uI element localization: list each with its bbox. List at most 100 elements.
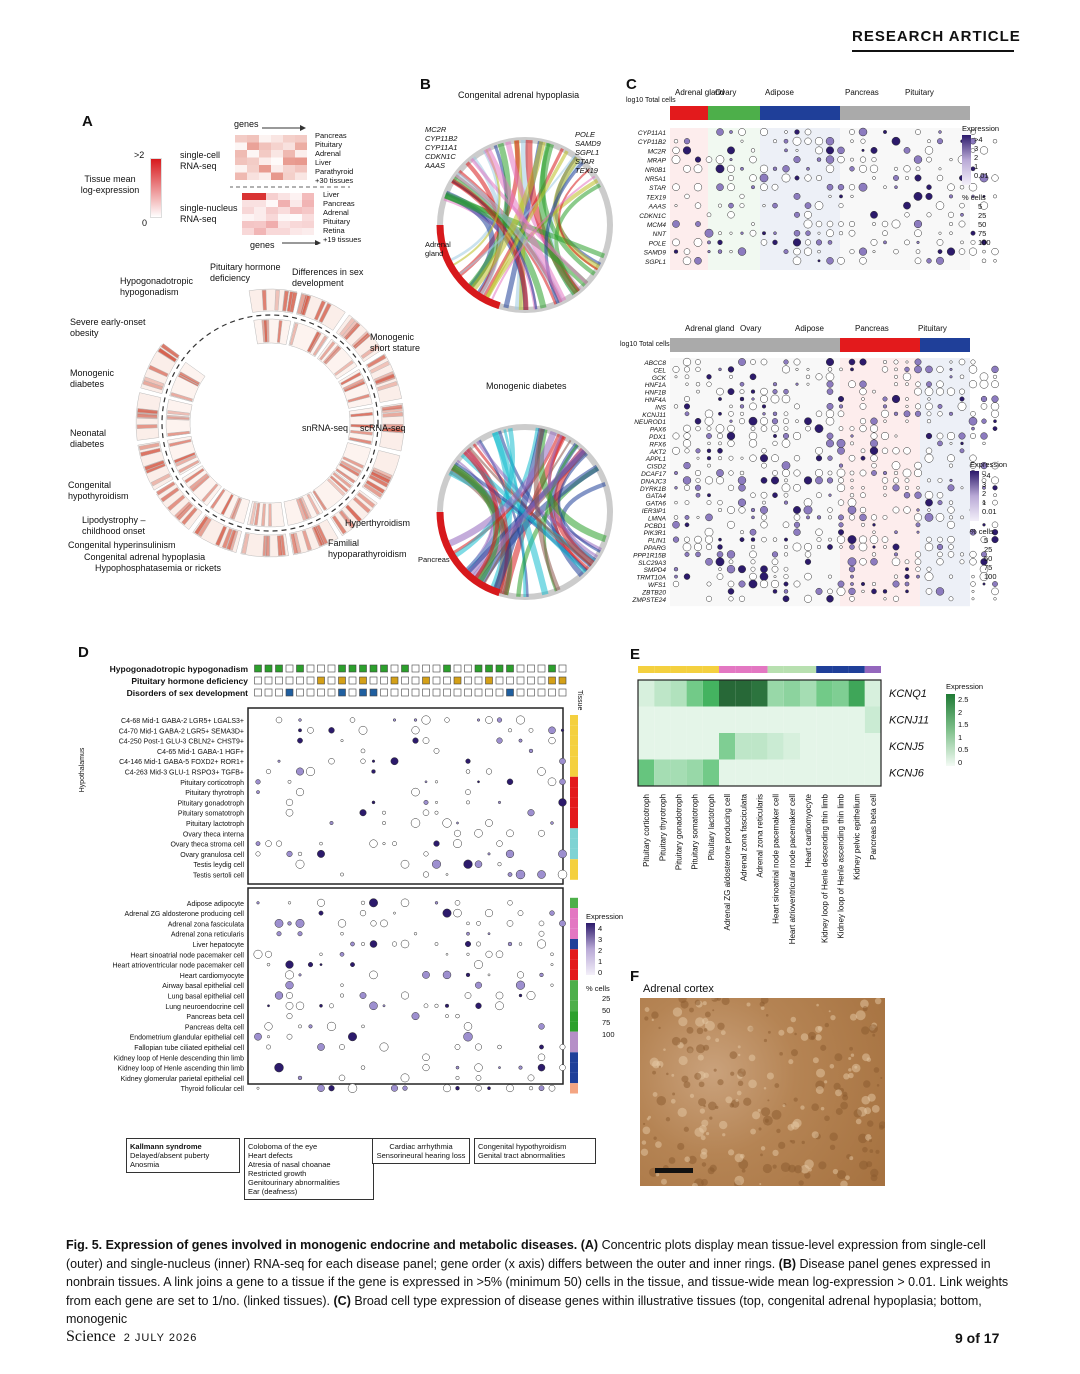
dot: [549, 910, 555, 916]
dot: [558, 849, 567, 859]
dot: [826, 380, 834, 388]
dot: [738, 506, 746, 514]
tissue-speck: [750, 1128, 756, 1135]
tissue-speck: [868, 1024, 878, 1034]
tissue-speck: [788, 1059, 794, 1065]
dot: [826, 595, 834, 603]
dot: [894, 374, 898, 379]
heat-cell: [751, 706, 768, 733]
disease-flag: [485, 688, 493, 697]
tissue-speck: [751, 1111, 761, 1120]
tissue-speck: [689, 1007, 694, 1013]
dot: [783, 249, 789, 255]
tissue-speck: [766, 1072, 774, 1080]
cell-type-label: Pituitary thyrotroph: [185, 790, 244, 797]
dot: [369, 898, 378, 908]
dot: [507, 941, 513, 947]
disease-flag: [359, 664, 367, 673]
dot: [904, 581, 910, 587]
dot: [970, 239, 976, 245]
dot: [718, 567, 722, 571]
dot: [738, 418, 746, 425]
disease-flag: [485, 676, 493, 685]
dot: [707, 463, 711, 468]
panel-d-label: D: [78, 644, 89, 661]
legend-tick: 4: [598, 924, 603, 933]
inner-ring-segment: [169, 361, 206, 403]
dot: [739, 404, 745, 409]
dot: [527, 1074, 535, 1082]
dot: [539, 1044, 544, 1050]
dot: [749, 572, 757, 581]
dot: [803, 476, 813, 485]
tissue-band: [735, 666, 752, 673]
dot: [816, 515, 822, 520]
tissue-speck: [808, 1168, 812, 1172]
tissue-speck: [793, 1097, 798, 1102]
outer-ring-mark: [167, 494, 186, 512]
tissue-color-strip: [570, 725, 578, 736]
dot: [914, 257, 922, 265]
legend-tick: 5: [984, 536, 989, 545]
tissue-speck: [786, 1026, 794, 1034]
tissue-speck: [870, 1168, 879, 1178]
dot: [783, 359, 789, 365]
dot: [825, 372, 835, 382]
dot: [772, 440, 778, 446]
dot: [869, 535, 879, 544]
dot: [992, 426, 998, 431]
dot: [728, 411, 734, 417]
ring-label-sn: snRNA-seq: [302, 423, 349, 433]
disease-flag: [275, 688, 283, 697]
disease-flag: [537, 664, 546, 673]
heat-cell: [783, 706, 800, 733]
disease-row-label: Pituitary hormone deficiency: [131, 676, 248, 686]
dot: [771, 183, 779, 191]
heat-cell: [271, 172, 283, 180]
dot: [759, 454, 769, 463]
tissue-speck: [874, 997, 882, 1005]
dot: [726, 431, 736, 441]
tissue-speck: [759, 1183, 762, 1186]
dot: [463, 859, 473, 869]
heat-cell: [266, 193, 278, 200]
heat-cell: [670, 759, 687, 786]
dot: [905, 382, 909, 387]
dot: [369, 940, 378, 948]
dot: [881, 536, 889, 543]
heat-cell: [283, 165, 295, 173]
gene-row-label: NEUROD1: [634, 419, 666, 426]
dot: [497, 800, 502, 804]
dot: [328, 727, 335, 734]
dot: [760, 128, 768, 136]
dot: [772, 382, 778, 387]
dot: [783, 574, 789, 580]
dot: [474, 860, 483, 868]
dot: [295, 1001, 305, 1010]
legend-title: Tissue mean log-expression: [80, 174, 140, 195]
heat-cell: [254, 214, 266, 221]
chord-top-genes: MC2R CYP11B2 CYP11A1 CDKN1C AAAS: [425, 125, 485, 170]
dot: [727, 439, 735, 447]
dot: [969, 558, 977, 566]
sc-tissue: Pancreas: [315, 131, 347, 140]
legend-tick: 1.5: [958, 720, 969, 729]
heat-cell: [702, 706, 719, 733]
dot: [860, 492, 866, 499]
dot: [727, 388, 735, 396]
dot: [792, 256, 802, 266]
heat-cell: [254, 228, 266, 235]
dot: [971, 426, 975, 431]
heat-cell: [800, 706, 817, 733]
tissue-speck: [843, 1073, 850, 1080]
dot: [518, 738, 523, 743]
inner-ring-mark: [188, 473, 209, 490]
dot: [749, 454, 757, 462]
dot: [991, 521, 999, 529]
tissue-speck: [807, 1031, 817, 1041]
pct-legend: 5 25 50 75 100: [970, 536, 1007, 581]
dot: [914, 551, 922, 558]
cell-type-label: Pancreas delta cell: [185, 1024, 245, 1031]
outer-ring-mark: [197, 517, 212, 538]
dot: [672, 536, 680, 543]
